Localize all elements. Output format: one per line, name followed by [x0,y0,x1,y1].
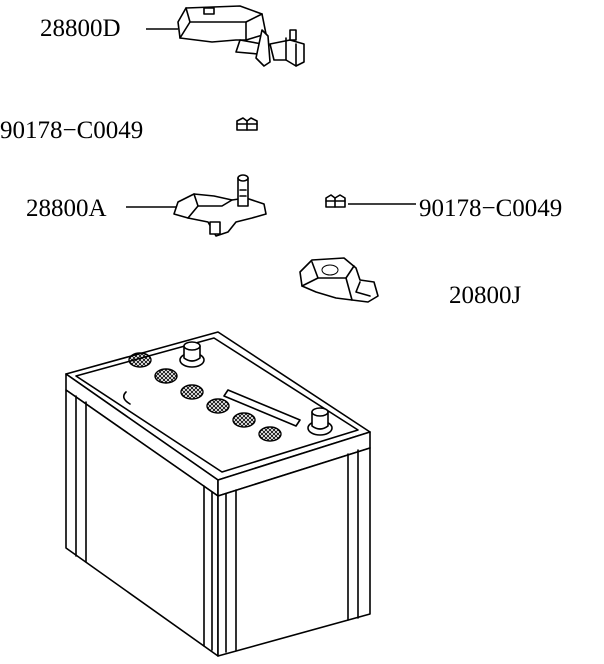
terminal-clamp-part [173,174,267,237]
nut-left-part [236,117,258,131]
battery [65,331,371,657]
terminal-post-left [179,341,205,368]
part-number-label-terminal-clamp: 28800A [26,195,107,222]
cover-bracket-part [177,5,305,67]
part-number-label-nut-left: 90178−C0049 [0,117,144,144]
part-number-label-terminal-cover: 20800J [449,282,522,309]
cell-caps [128,352,282,442]
part-number-label-cover: 28800D [40,15,121,42]
terminal-post-right [307,407,333,436]
terminal-cover-part [299,257,379,303]
nut-right-part [325,194,346,208]
part-number-label-nut-right: 90178−C0049 [419,195,563,222]
